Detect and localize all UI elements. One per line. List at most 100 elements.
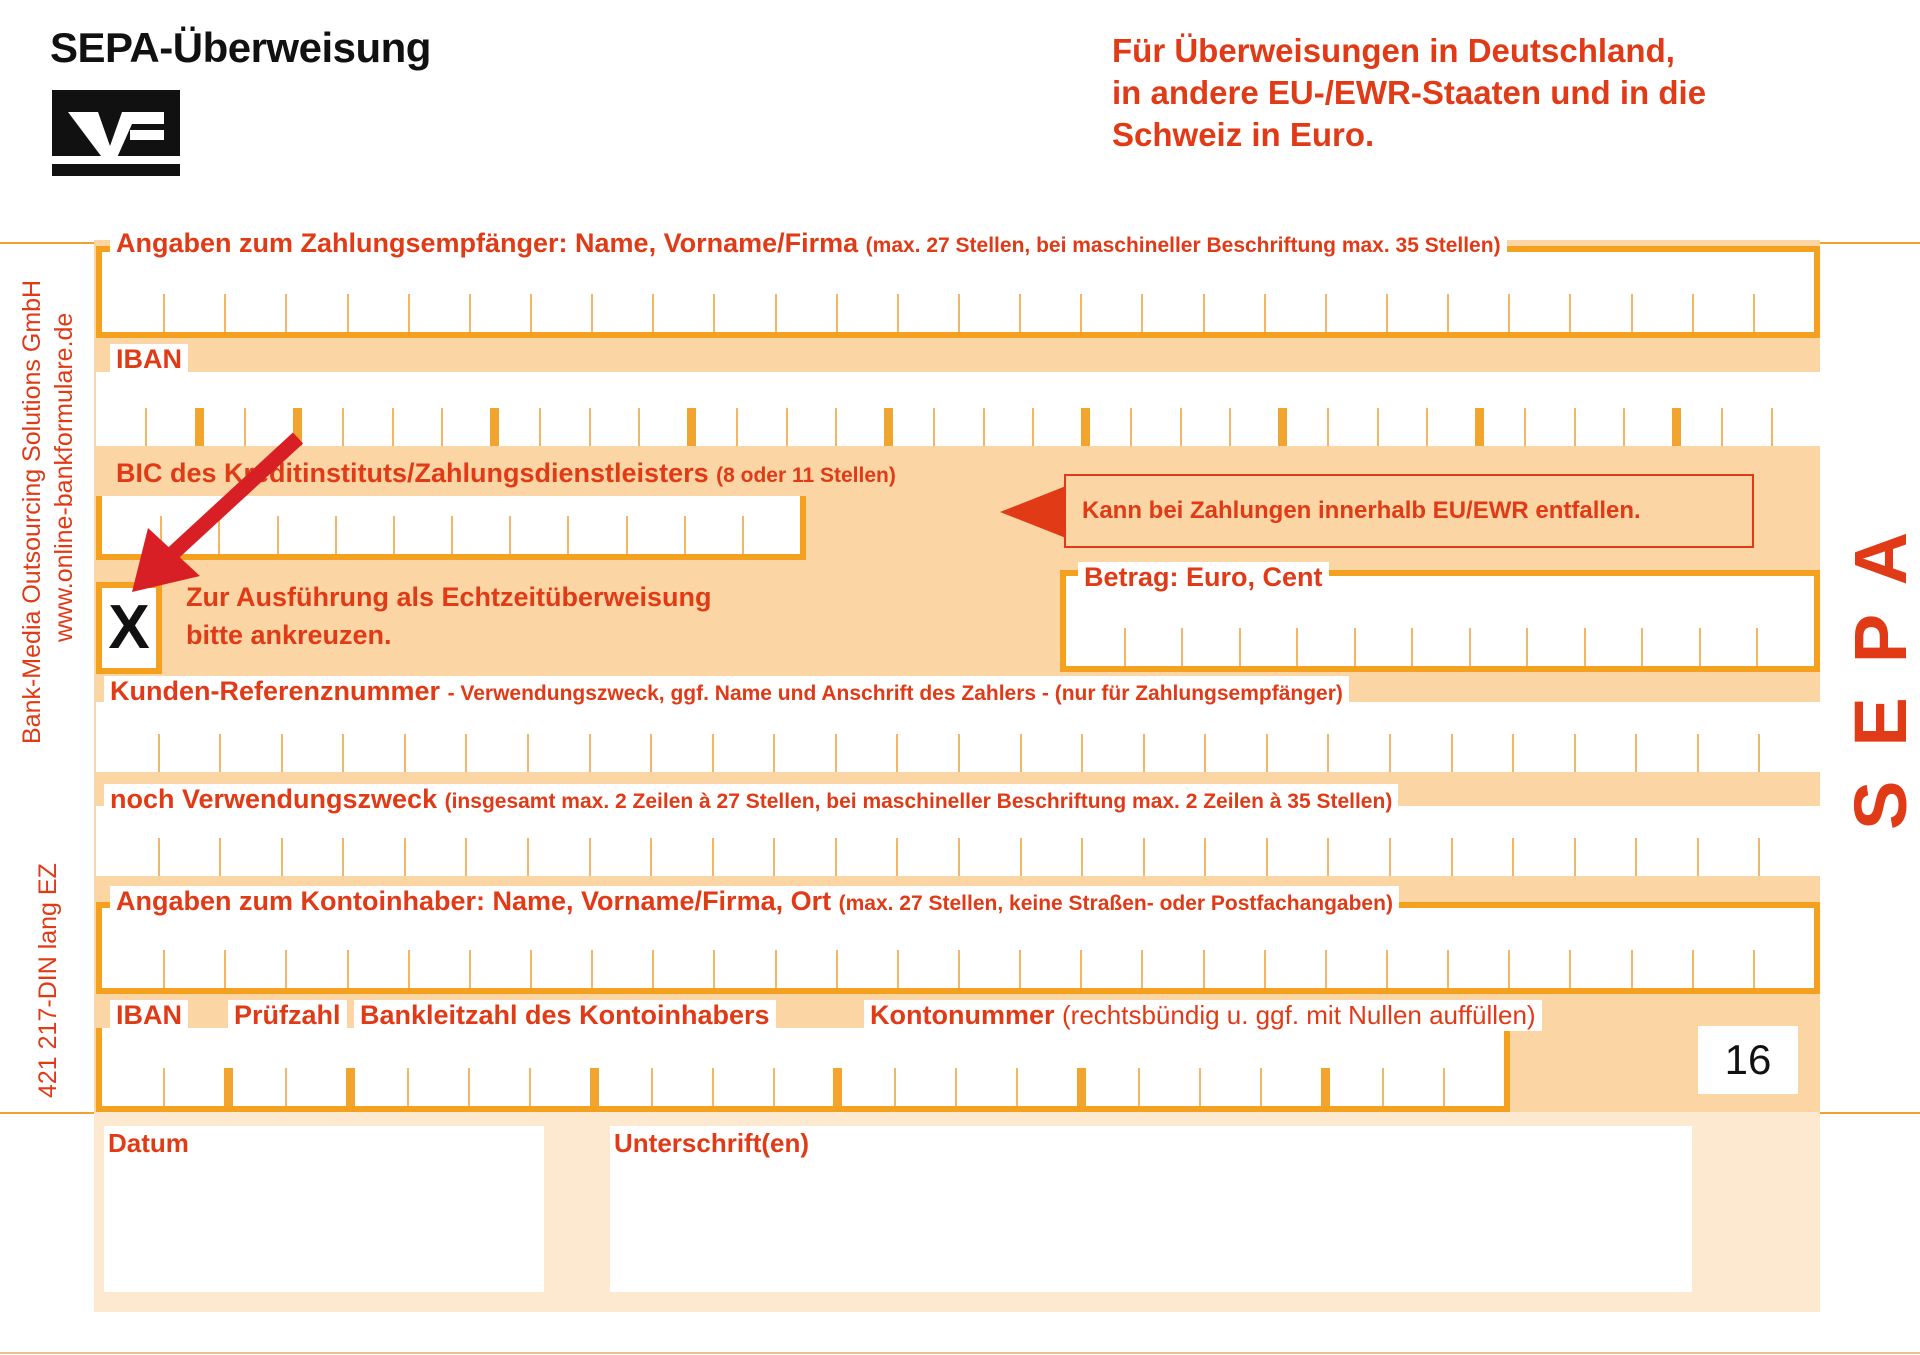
character-tick — [224, 950, 226, 988]
character-tick — [1325, 950, 1327, 988]
bic-ticks — [102, 512, 800, 554]
intro-line: in andere EU-/EWR-Staaten und in die — [1112, 74, 1707, 111]
character-tick — [1623, 408, 1625, 446]
signature-label: Unterschrift(en) — [614, 1128, 810, 1158]
character-tick — [1426, 408, 1428, 446]
character-tick — [1203, 950, 1205, 988]
character-tick — [224, 1068, 233, 1106]
recipient-name-field[interactable] — [96, 246, 1820, 338]
character-tick — [465, 734, 467, 772]
character-tick — [342, 734, 344, 772]
character-tick — [1697, 838, 1699, 876]
character-tick — [773, 734, 775, 772]
character-tick — [404, 838, 406, 876]
character-tick — [285, 950, 287, 988]
character-tick — [1278, 408, 1287, 446]
character-tick — [591, 294, 593, 332]
instant-transfer-text: Zur Ausführung als Echtzeitüberweisung b… — [186, 578, 712, 654]
instant-transfer-checkbox[interactable]: X — [96, 582, 162, 674]
character-tick — [530, 294, 532, 332]
character-tick — [539, 408, 541, 446]
character-tick — [219, 838, 221, 876]
character-tick — [244, 408, 246, 446]
character-tick — [835, 838, 837, 876]
account-holder-ticks — [102, 946, 1814, 988]
character-tick — [1327, 734, 1329, 772]
publisher-text: Bank-Media Outsourcing Solutions GmbH — [18, 279, 46, 744]
character-tick — [1199, 1068, 1201, 1106]
character-tick — [1574, 408, 1576, 446]
character-tick — [529, 1068, 531, 1106]
character-tick — [736, 408, 738, 446]
character-tick — [958, 294, 960, 332]
character-tick — [1771, 408, 1773, 446]
payer-iban-field[interactable] — [96, 1020, 1510, 1112]
character-tick — [712, 734, 714, 772]
instant-line: Zur Ausführung als Echtzeitüberweisung — [186, 582, 712, 612]
bic-note: Kann bei Zahlungen innerhalb EU/EWR entf… — [1064, 474, 1754, 548]
character-tick — [1411, 628, 1413, 666]
character-tick — [1019, 950, 1021, 988]
character-tick — [1181, 628, 1183, 666]
character-tick — [650, 838, 652, 876]
character-tick — [589, 408, 591, 446]
bank-logo-icon — [52, 90, 180, 176]
character-tick — [285, 294, 287, 332]
character-tick — [884, 408, 893, 446]
character-tick — [652, 950, 654, 988]
character-tick — [281, 734, 283, 772]
reference-field[interactable] — [96, 702, 1820, 772]
character-tick — [896, 734, 898, 772]
character-tick — [1721, 408, 1723, 446]
character-tick — [1081, 408, 1090, 446]
purpose-field[interactable] — [96, 806, 1820, 876]
character-tick — [218, 516, 220, 554]
character-tick — [684, 516, 686, 554]
character-tick — [490, 408, 499, 446]
amount-ticks — [1066, 624, 1814, 666]
character-tick — [933, 408, 935, 446]
character-tick — [145, 408, 147, 446]
character-tick — [1325, 294, 1327, 332]
character-tick — [1524, 408, 1526, 446]
character-tick — [1032, 408, 1034, 446]
character-tick — [1451, 838, 1453, 876]
character-tick — [590, 1068, 599, 1106]
form-title: SEPA-Überweisung — [50, 24, 431, 71]
character-tick — [1447, 950, 1449, 988]
character-tick — [393, 516, 395, 554]
character-tick — [527, 838, 529, 876]
character-tick — [163, 294, 165, 332]
character-tick — [158, 838, 160, 876]
character-tick — [650, 734, 652, 772]
character-tick — [713, 294, 715, 332]
character-tick — [1264, 294, 1266, 332]
character-tick — [281, 838, 283, 876]
character-tick — [1475, 408, 1484, 446]
payer-iban-ticks — [102, 1064, 1504, 1106]
character-tick — [1756, 628, 1758, 666]
iban-field[interactable] — [96, 372, 1820, 446]
character-tick — [1260, 1068, 1262, 1106]
character-tick — [1672, 408, 1681, 446]
character-tick — [527, 734, 529, 772]
character-tick — [1141, 950, 1143, 988]
date-field[interactable] — [104, 1126, 544, 1292]
character-tick — [1512, 838, 1514, 876]
signature-field[interactable] — [610, 1126, 1692, 1292]
character-tick — [1204, 838, 1206, 876]
check-digits-label: Prüfzahl — [228, 1000, 347, 1031]
purpose-ticks — [96, 834, 1820, 876]
character-tick — [1141, 294, 1143, 332]
character-tick — [408, 294, 410, 332]
character-tick — [786, 408, 788, 446]
character-tick — [1080, 294, 1082, 332]
reference-label: Kunden-Referenznummer - Verwendungszweck… — [104, 676, 1349, 707]
character-tick — [1264, 950, 1266, 988]
character-tick — [468, 1068, 470, 1106]
character-tick — [1451, 734, 1453, 772]
character-tick — [742, 516, 744, 554]
website-text: www.online-bankformulare.de — [50, 312, 78, 642]
iban-label: IBAN — [110, 344, 188, 375]
form-number: 16 — [1698, 1026, 1798, 1094]
